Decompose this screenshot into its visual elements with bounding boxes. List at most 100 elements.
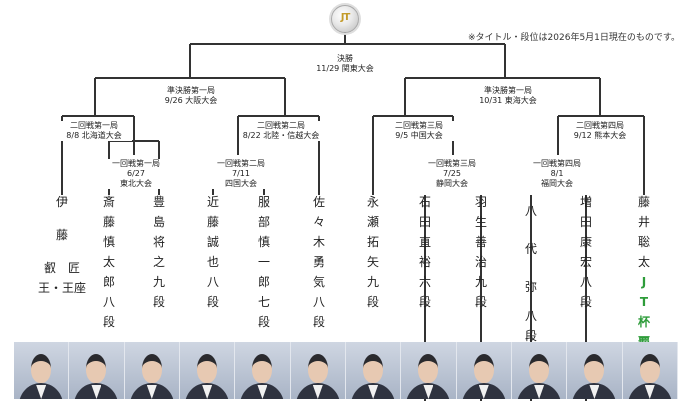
player-name-char: 増 xyxy=(579,195,592,209)
first-round-1-label: 一回戦第一局 6/27 東北大会 xyxy=(107,159,165,189)
player-rank-char: 八 xyxy=(579,275,592,289)
player-name-char: 郎 xyxy=(102,275,115,289)
player-name-column: 伊藤叡 匠王・王座 xyxy=(38,192,86,298)
player-name-char: 斎 xyxy=(102,195,115,209)
player-name-char: 直 xyxy=(418,235,431,249)
second-round-title: 二回戦第二局 xyxy=(257,121,305,130)
player-name-char: 瀬 xyxy=(366,215,379,229)
player-photo-strip xyxy=(14,342,678,399)
semifinal-title: 準決勝第一局 xyxy=(484,86,532,95)
player-name-char: 藤 xyxy=(102,215,115,229)
player-name-char: 宏 xyxy=(579,255,592,269)
player-name-char: 拓 xyxy=(366,235,379,249)
player-rank-char: 九 xyxy=(152,275,165,289)
semifinal-detail: 9/26 大阪大会 xyxy=(164,96,218,105)
first-round-date: 7/25 xyxy=(443,169,461,178)
player-name-column: 羽生善治九段 xyxy=(472,192,490,312)
player-photo xyxy=(622,342,678,399)
player-photo xyxy=(179,342,236,399)
player-photo xyxy=(124,342,180,399)
player-name-char: 藤 xyxy=(206,215,219,229)
player-name-char: 島 xyxy=(152,215,165,229)
player-name-char: 康 xyxy=(579,235,592,249)
player-name-char: 太 xyxy=(102,255,115,269)
player-photo xyxy=(401,342,457,399)
player-rank-char: 段 xyxy=(579,295,592,309)
player-name-char: 聡 xyxy=(637,235,650,249)
player-name-char: 永 xyxy=(366,195,379,209)
player-name-char: 弥 xyxy=(524,280,537,294)
second-round-1-label: 二回戦第一局 8/8 北海道大会 xyxy=(56,121,132,141)
player-name-char: 井 xyxy=(637,215,650,229)
player-name-char: 勇 xyxy=(312,255,325,269)
player-name-column: 豊島将之九段 xyxy=(150,192,168,312)
player-name-char: 田 xyxy=(418,215,431,229)
player-name-char: 々 xyxy=(312,215,325,229)
player-rank-char: 段 xyxy=(524,329,537,343)
player-name-char: 誠 xyxy=(206,235,219,249)
first-round-venue: 静岡大会 xyxy=(436,179,468,188)
player-name-char: 藤 xyxy=(55,228,68,242)
player-name-char: 羽 xyxy=(474,195,487,209)
player-name-char: 一 xyxy=(257,255,270,269)
first-round-4-label: 一回戦第四局 8/1 福岡大会 xyxy=(528,159,586,189)
player-name-column: 斎藤慎太郎八段 xyxy=(100,192,118,332)
second-round-2-label: 二回戦第二局 8/22 北陸・信越大会 xyxy=(239,121,323,141)
final-detail: 11/29 関東大会 xyxy=(316,64,374,73)
player-rank-char: 段 xyxy=(366,295,379,309)
second-round-4-label: 二回戦第四局 9/12 熊本大会 xyxy=(565,121,635,141)
player-name-char: 石 xyxy=(418,195,431,209)
second-round-detail: 9/5 中国大会 xyxy=(395,131,443,140)
player-name-char: 太 xyxy=(637,255,650,269)
first-round-2-label: 一回戦第二局 7/11 四国大会 xyxy=(212,159,270,189)
player-rank-char: 段 xyxy=(474,295,487,309)
second-round-title: 二回戦第三局 xyxy=(395,121,443,130)
player-name-char: 之 xyxy=(152,255,165,269)
player-name-char: 代 xyxy=(524,242,537,256)
player-photo xyxy=(69,342,125,399)
first-round-venue: 東北大会 xyxy=(120,179,152,188)
first-round-title: 一回戦第三局 xyxy=(428,159,476,168)
champion-title-char: J xyxy=(641,275,647,289)
player-name-char: 叡 匠 xyxy=(44,261,81,275)
first-round-title: 一回戦第四局 xyxy=(533,159,581,168)
player-photo xyxy=(456,342,512,399)
player-rank-char: 九 xyxy=(366,275,379,289)
player-name-char: 生 xyxy=(474,215,487,229)
semifinal-title: 準決勝第一局 xyxy=(167,86,215,95)
player-rank-char: 段 xyxy=(257,315,270,329)
player-rank-char: 段 xyxy=(206,295,219,309)
player-rank-char: 八 xyxy=(312,295,325,309)
player-name-char: 木 xyxy=(312,235,325,249)
player-rank-char: 八 xyxy=(102,295,115,309)
second-round-detail: 8/8 北海道大会 xyxy=(66,131,122,140)
player-name-column: 服部慎一郎七段 xyxy=(255,192,273,332)
note-text: ※タイトル・段位は2026年5月1日現在のものです。 xyxy=(468,33,680,43)
player-name-char: 善 xyxy=(474,235,487,249)
first-round-title: 一回戦第一局 xyxy=(112,159,160,168)
player-name-char: 藤 xyxy=(637,195,650,209)
player-photo xyxy=(290,342,346,399)
first-round-date: 6/27 xyxy=(127,169,145,178)
player-name-column: 藤井聡太JT杯覇者 xyxy=(635,192,653,372)
semifinal-detail: 10/31 東海大会 xyxy=(479,96,537,105)
player-rank-char: 段 xyxy=(418,295,431,309)
player-name-column: 佐々木勇気八段 xyxy=(310,192,328,332)
player-rank-char: 段 xyxy=(152,295,165,309)
semifinal-1-label: 準決勝第一局 9/26 大阪大会 xyxy=(156,86,226,106)
player-name-char: 気 xyxy=(312,275,325,289)
player-rank-char: 九 xyxy=(474,275,487,289)
second-round-detail: 9/12 熊本大会 xyxy=(573,131,627,140)
first-round-venue: 福岡大会 xyxy=(541,179,573,188)
final-label: 決勝 11/29 関東大会 xyxy=(314,54,376,74)
first-round-date: 8/1 xyxy=(550,169,564,178)
player-name-char: 郎 xyxy=(257,275,270,289)
final-title: 決勝 xyxy=(337,54,353,63)
player-name-column: 石田直裕六段 xyxy=(416,192,434,312)
player-name-char: 田 xyxy=(579,215,592,229)
second-round-title: 二回戦第四局 xyxy=(576,121,624,130)
player-name-char: 治 xyxy=(474,255,487,269)
semifinal-2-label: 準決勝第一局 10/31 東海大会 xyxy=(473,86,543,106)
second-round-3-label: 二回戦第三局 9/5 中国大会 xyxy=(384,121,454,141)
player-name-char: 也 xyxy=(206,255,219,269)
